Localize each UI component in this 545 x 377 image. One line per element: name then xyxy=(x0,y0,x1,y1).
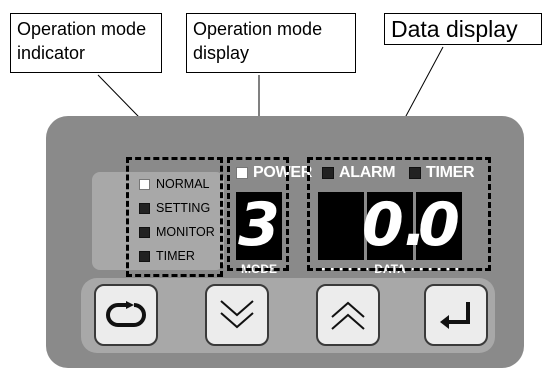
indicator-power: POWER xyxy=(236,164,312,182)
data-digit-decimal: 0 xyxy=(418,190,460,260)
highlight-mode-display xyxy=(227,157,289,271)
callout-line-1: Operation mode xyxy=(17,19,147,39)
enter-icon xyxy=(440,302,470,329)
indicator-label: MONITOR xyxy=(156,225,215,239)
mode-cycle-button[interactable] xyxy=(94,284,158,346)
callout-line-2: display xyxy=(193,43,250,63)
led-on-icon xyxy=(236,167,248,179)
led-off-icon xyxy=(139,202,150,214)
highlight-mode-indicator xyxy=(126,157,223,277)
led-off-icon xyxy=(139,226,150,238)
indicator-top-timer: TIMER xyxy=(409,164,475,182)
data-digit-integer: 0. xyxy=(362,190,427,260)
led-off-icon xyxy=(322,167,334,179)
led-off-icon xyxy=(409,167,421,179)
indicator-setting: SETTING xyxy=(139,201,210,215)
mode-lcd xyxy=(236,192,282,260)
indicator-label: NORMAL xyxy=(156,177,210,191)
indicator-alarm: ALARM xyxy=(322,164,396,182)
data-lcd-decimal xyxy=(416,192,462,260)
highlight-data-display xyxy=(307,157,491,271)
indicator-label: SETTING xyxy=(156,201,211,215)
enter-button[interactable] xyxy=(424,284,488,346)
led-off-icon xyxy=(139,250,150,262)
loop-icon xyxy=(106,300,146,327)
down-button[interactable] xyxy=(205,284,269,346)
indicator-label: POWER xyxy=(253,164,312,181)
indicator-normal: NORMAL xyxy=(139,177,209,191)
callout-data-display: Data display xyxy=(384,13,542,45)
chevron-down-icon xyxy=(220,300,254,329)
callout-line-2: indicator xyxy=(17,43,86,63)
indicator-label: TIMER xyxy=(156,249,195,263)
indicator-monitor: MONITOR xyxy=(139,225,215,239)
callout-line-1: Operation mode xyxy=(193,19,323,39)
callout-operation-mode-display: Operation mode display xyxy=(186,13,356,73)
indicator-inset xyxy=(92,172,224,270)
led-on-icon xyxy=(139,178,150,190)
data-lcd-integer xyxy=(367,192,413,260)
chevron-up-icon xyxy=(331,301,365,330)
indicator-label: TIMER xyxy=(426,164,475,181)
indicator-timer: TIMER xyxy=(139,249,195,263)
mode-digit: 3 xyxy=(238,190,280,260)
data-lcd-blank xyxy=(318,192,364,260)
up-button[interactable] xyxy=(316,284,380,346)
callout-operation-mode-indicator: Operation mode indicator xyxy=(10,13,162,73)
indicator-label: ALARM xyxy=(339,164,396,181)
